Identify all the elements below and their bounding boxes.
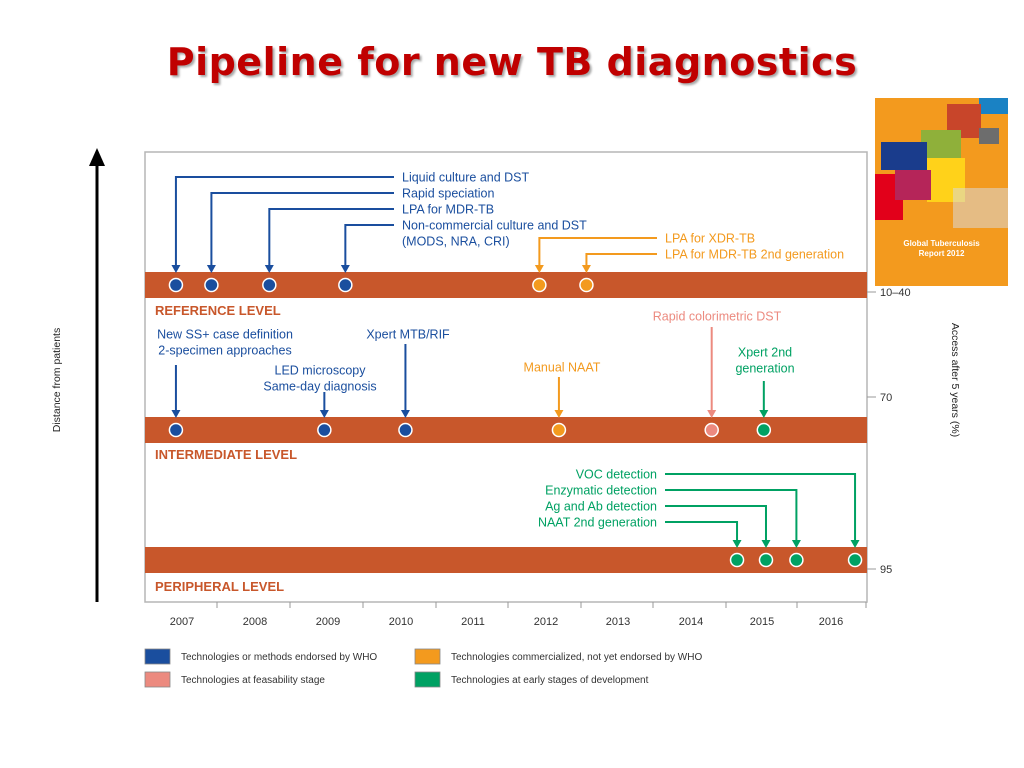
tech-connector xyxy=(585,253,657,266)
tech-arrowhead xyxy=(759,410,769,418)
tech-dot xyxy=(756,422,772,438)
year-label: 2009 xyxy=(316,616,340,628)
tech-label: Ag and Ab detection xyxy=(545,500,657,514)
tech-dot xyxy=(704,422,719,438)
tech-arrowhead xyxy=(761,540,771,548)
tech-arrowhead xyxy=(534,265,544,273)
tech-arrowhead xyxy=(264,265,274,273)
year-label: 2014 xyxy=(679,616,703,628)
tech-arrowhead xyxy=(791,540,801,548)
tech-label: Xpert MTB/RIF xyxy=(366,328,450,342)
legend-label: Technologies at early stages of developm… xyxy=(451,675,649,686)
tech-label: Liquid culture and DST xyxy=(402,171,530,185)
level-label: REFERENCE LEVEL xyxy=(155,303,281,318)
tech-arrowhead xyxy=(206,265,216,273)
tech-arrowhead xyxy=(554,410,564,418)
tech-connector xyxy=(344,224,394,266)
tech-connector xyxy=(268,208,394,266)
tech-label: Enzymatic detection xyxy=(545,484,657,498)
cover-title-line2: Report 2012 xyxy=(918,249,965,258)
access-tick-label: 95 xyxy=(880,564,892,576)
legend-swatch xyxy=(144,648,171,665)
legend-label: Technologies at feasability stage xyxy=(181,675,325,686)
tech-label: Rapid speciation xyxy=(402,187,494,201)
legend-swatch xyxy=(144,671,171,688)
level-band-2 xyxy=(145,417,867,443)
right-axis-label: Access after 5 years (%) xyxy=(949,323,961,437)
tech-dot xyxy=(847,552,863,568)
access-tick-label: 70 xyxy=(880,392,892,404)
year-label: 2015 xyxy=(750,616,774,628)
tech-dot xyxy=(262,277,277,293)
legend-label: Technologies commercialized, not yet end… xyxy=(451,652,702,663)
tech-dot xyxy=(551,422,567,438)
tech-label: Non-commercial culture and DST(MODS, NRA… xyxy=(402,219,587,249)
distance-axis-arrowhead xyxy=(89,148,105,166)
tech-dot xyxy=(204,277,219,293)
year-label: 2016 xyxy=(819,616,843,628)
tech-dot xyxy=(729,552,745,568)
tech-connector xyxy=(665,521,739,541)
legend-swatch xyxy=(414,671,441,688)
tech-connector xyxy=(665,505,767,541)
tech-arrowhead xyxy=(400,410,410,418)
tech-label: LPA for MDR-TB 2nd generation xyxy=(665,248,844,262)
access-tick-label: 10–40 xyxy=(880,287,911,299)
tech-dot xyxy=(317,422,332,438)
tech-dot xyxy=(532,277,547,293)
year-label: 2012 xyxy=(534,616,558,628)
tech-arrowhead xyxy=(707,410,717,418)
tech-label: Manual NAAT xyxy=(524,361,601,375)
tech-arrowhead xyxy=(171,410,181,418)
tech-connector xyxy=(210,192,394,266)
tech-arrowhead xyxy=(581,265,591,273)
tech-dot xyxy=(579,277,594,293)
tech-arrowhead xyxy=(340,265,350,273)
legend-swatch xyxy=(414,648,441,665)
tech-label: NAAT 2nd generation xyxy=(538,516,657,530)
tech-dot xyxy=(398,422,413,438)
tech-connector xyxy=(665,473,857,541)
tech-connector xyxy=(174,176,394,266)
report-cover-image: Global Tuberculosis Report 2012 xyxy=(875,98,1008,286)
level-band-3 xyxy=(145,547,867,573)
tech-arrowhead xyxy=(171,265,181,273)
tech-dot xyxy=(338,277,353,293)
tech-connector xyxy=(538,237,657,266)
year-label: 2013 xyxy=(606,616,630,628)
tech-arrowhead xyxy=(850,540,860,548)
tech-arrowhead xyxy=(319,410,329,418)
tech-arrowhead xyxy=(732,540,742,548)
cover-title-line1: Global Tuberculosis xyxy=(903,239,980,248)
tech-label: VOC detection xyxy=(576,468,657,482)
year-label: 2010 xyxy=(389,616,413,628)
tech-connector xyxy=(665,489,798,541)
tech-dot xyxy=(789,552,804,568)
year-label: 2007 xyxy=(170,616,194,628)
level-band-1 xyxy=(145,272,867,298)
level-label: INTERMEDIATE LEVEL xyxy=(155,447,297,462)
level-label: PERIPHERAL LEVEL xyxy=(155,579,284,594)
year-label: 2011 xyxy=(461,616,485,628)
tech-dot xyxy=(168,422,184,438)
diagram-frame xyxy=(144,151,868,603)
left-axis-label: Distance from patients xyxy=(51,328,63,432)
tech-dot xyxy=(168,277,184,293)
tech-label: LPA for XDR-TB xyxy=(665,232,755,246)
tech-dot xyxy=(758,552,774,568)
legend-label: Technologies or methods endorsed by WHO xyxy=(181,652,377,663)
year-label: 2008 xyxy=(243,616,267,628)
tech-label: Rapid colorimetric DST xyxy=(653,310,782,324)
page-title: Pipeline for new TB diagnostics xyxy=(166,40,858,84)
tech-label: LPA for MDR-TB xyxy=(402,203,494,217)
